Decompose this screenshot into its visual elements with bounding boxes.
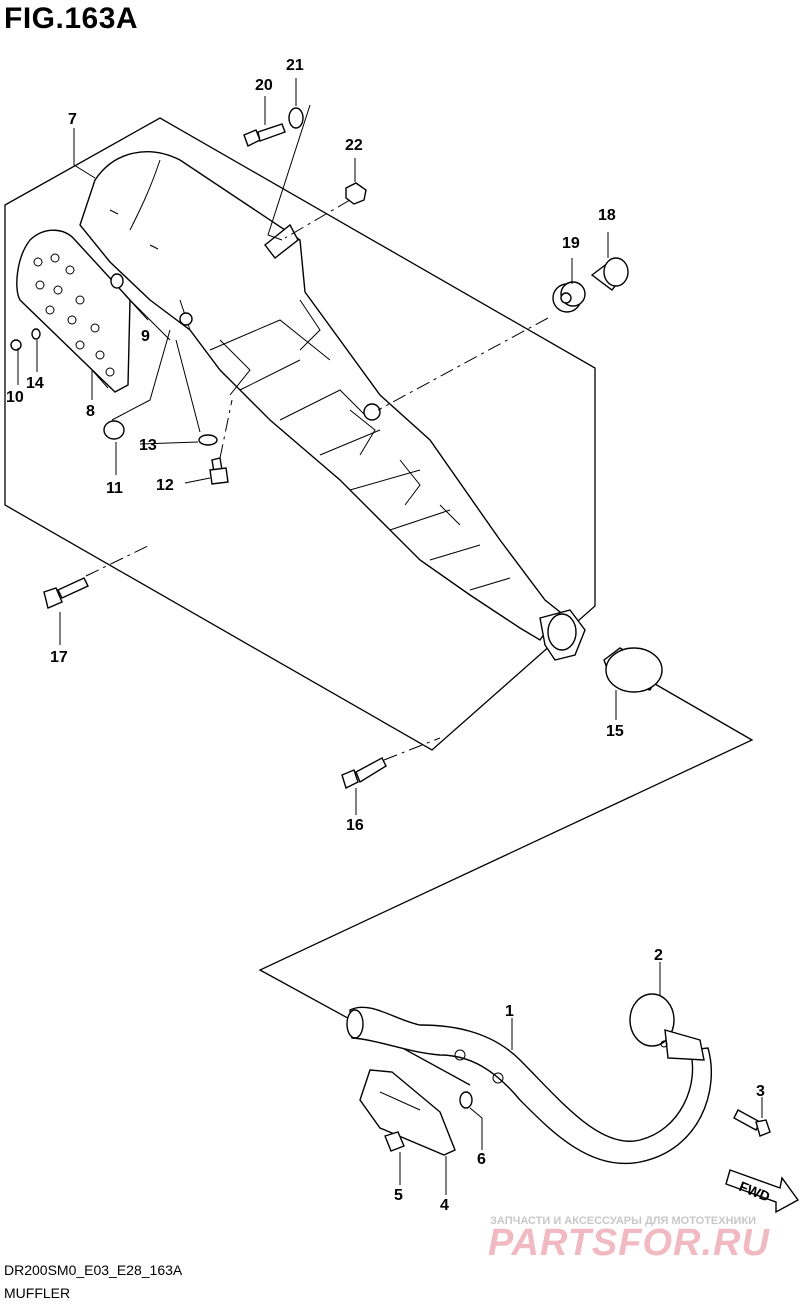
diagram-name: MUFFLER — [4, 1285, 71, 1301]
watermark-logo: PARTSFOR.RU — [488, 1222, 770, 1264]
callout-2: 2 — [654, 947, 663, 964]
diagram-code: DR200SM0_E03_E28_163A — [4, 1262, 183, 1278]
callout-17: 17 — [50, 649, 68, 666]
washer-9 — [110, 273, 124, 289]
callout-7: 7 — [68, 111, 77, 128]
washer-11 — [103, 420, 125, 440]
gasket-15 — [603, 647, 663, 693]
callout-10: 10 — [6, 389, 24, 406]
fwd-label: FWD — [737, 1178, 773, 1205]
bolt-3 — [733, 1109, 771, 1137]
nut-22 — [345, 182, 367, 205]
bolt-12 — [209, 457, 229, 485]
washer-21 — [288, 107, 304, 129]
callout-8: 8 — [86, 403, 95, 420]
heat-protector-4 — [359, 1069, 456, 1156]
callout-11: 11 — [106, 480, 123, 497]
callout-14: 14 — [26, 375, 44, 392]
callout-20: 20 — [255, 77, 273, 94]
callout-16: 16 — [346, 817, 364, 834]
callout-3: 3 — [756, 1083, 765, 1100]
callout-22: 22 — [345, 137, 363, 154]
bolt-20 — [243, 123, 286, 147]
washer-13 — [198, 434, 218, 446]
washer-14 — [31, 328, 41, 340]
figure-title: FIG.163A — [4, 2, 139, 35]
callout-12: 12 — [156, 477, 174, 494]
callout-6: 6 — [477, 1151, 486, 1168]
callout-19: 19 — [562, 235, 580, 252]
bolt-16 — [341, 757, 387, 789]
callout-15: 15 — [606, 723, 624, 740]
flange-2 — [629, 993, 705, 1061]
muffler-body — [79, 151, 586, 661]
bolt-5 — [384, 1131, 405, 1152]
watermark-tagline: ЗАПЧАСТИ И АКСЕССУАРЫ ДЛЯ МОТОТЕХНИКИ — [490, 1215, 757, 1227]
callout-9: 9 — [141, 328, 150, 345]
leader-lines — [17, 78, 763, 1195]
bolt-10 — [10, 339, 22, 360]
assembly-frame — [4, 117, 596, 751]
washer-6 — [459, 1091, 473, 1109]
callout-5: 5 — [394, 1187, 403, 1204]
bolt-17 — [43, 577, 89, 609]
assembly-leader — [258, 683, 754, 1086]
exhaust-pipe — [346, 1006, 712, 1165]
callout-13: 13 — [139, 437, 157, 454]
callout-21: 21 — [286, 57, 304, 74]
collar-18 — [590, 257, 629, 291]
heat-shield — [16, 229, 131, 393]
bushing-19 — [552, 281, 586, 313]
callout-18: 18 — [598, 207, 616, 224]
fwd-arrow: FWD — [725, 1169, 800, 1214]
callout-4: 4 — [440, 1197, 449, 1214]
callout-labels: 1 2 3 4 5 6 7 8 9 10 11 12 13 14 15 16 1… — [6, 57, 765, 1214]
callout-1: 1 — [505, 1003, 514, 1020]
